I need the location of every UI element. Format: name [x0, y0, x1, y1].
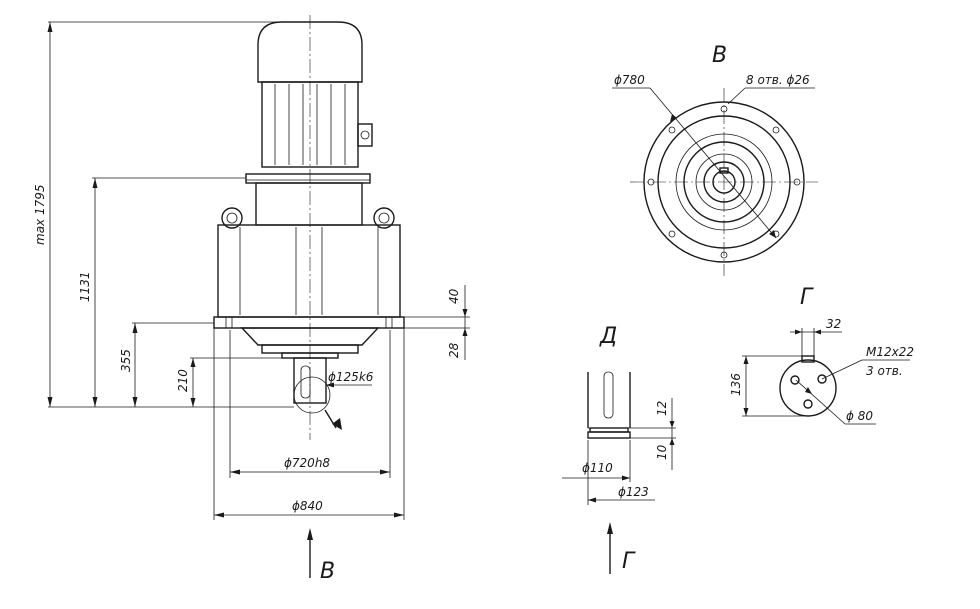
- view-d-dia-110: ϕ110: [582, 461, 613, 475]
- view-g-thread: M12x22: [866, 345, 914, 359]
- bolt-hole: [720, 251, 728, 259]
- bolt-hole: [772, 126, 780, 134]
- view-arrow-v: [307, 528, 313, 578]
- view-d-dim-12: 12: [655, 401, 669, 416]
- view-g-dim-136: 136: [729, 373, 743, 396]
- dim-28-label: 28: [447, 342, 461, 358]
- view-d-dia-123: ϕ123: [618, 485, 649, 499]
- lifting-eye-right: [373, 207, 395, 229]
- bolt-hole: [720, 105, 728, 113]
- view-g-dia-80: ϕ 80: [846, 409, 873, 423]
- thread-hole: [790, 375, 800, 385]
- shaft-key: [300, 365, 311, 399]
- height-355-label: 355: [119, 349, 133, 372]
- view-g-title: Г: [800, 285, 814, 310]
- gearbox-housing: [217, 224, 401, 318]
- height-1131-label: 1131: [78, 271, 92, 302]
- thread-hole: [803, 399, 813, 409]
- view-arrow-g-label: Г: [622, 549, 636, 574]
- height-210-label: 210: [176, 369, 190, 392]
- view-g-dim-32: 32: [826, 317, 841, 331]
- adapter-housing: [255, 182, 363, 226]
- view-v-flange: [612, 87, 818, 276]
- view-arrow-v-label: B: [320, 559, 335, 584]
- view-v-circle-dia: ϕ780: [614, 73, 645, 87]
- thread-hole: [817, 374, 827, 384]
- view-v-title: B: [712, 43, 727, 68]
- view-g-face: [742, 328, 910, 425]
- view-g-thread-count: 3 отв.: [866, 364, 903, 378]
- view-arrow-g: [607, 522, 613, 574]
- mounting-flange: [213, 316, 405, 329]
- motor-fan-cover: [257, 21, 363, 83]
- detail-circle: [293, 376, 331, 414]
- view-v-holes: 8 отв. ϕ26: [746, 73, 810, 87]
- lifting-eye-left: [221, 207, 243, 229]
- bolt-hole: [668, 126, 676, 134]
- main-view: [213, 15, 405, 440]
- main-dimensions: [47, 21, 470, 520]
- shaft-dia-label: ϕ125k6: [328, 370, 374, 384]
- bolt-hole: [793, 178, 801, 186]
- bolt-hole: [668, 230, 676, 238]
- terminal-box: [357, 123, 373, 147]
- view-d-dim-10: 10: [655, 444, 669, 460]
- dim-40-label: 40: [447, 288, 461, 304]
- flange-dia-720-label: ϕ720h8: [284, 456, 330, 470]
- overall-height-label: max 1795: [33, 185, 47, 246]
- bolt-hole: [647, 178, 655, 186]
- view-d-shaft: [562, 371, 676, 505]
- centering-spigot: [240, 327, 380, 346]
- flange-dia-840-label: ϕ840: [292, 499, 323, 513]
- motor-flange: [245, 173, 371, 184]
- output-shaft: [293, 357, 327, 404]
- view-d-title: Д: [599, 324, 617, 349]
